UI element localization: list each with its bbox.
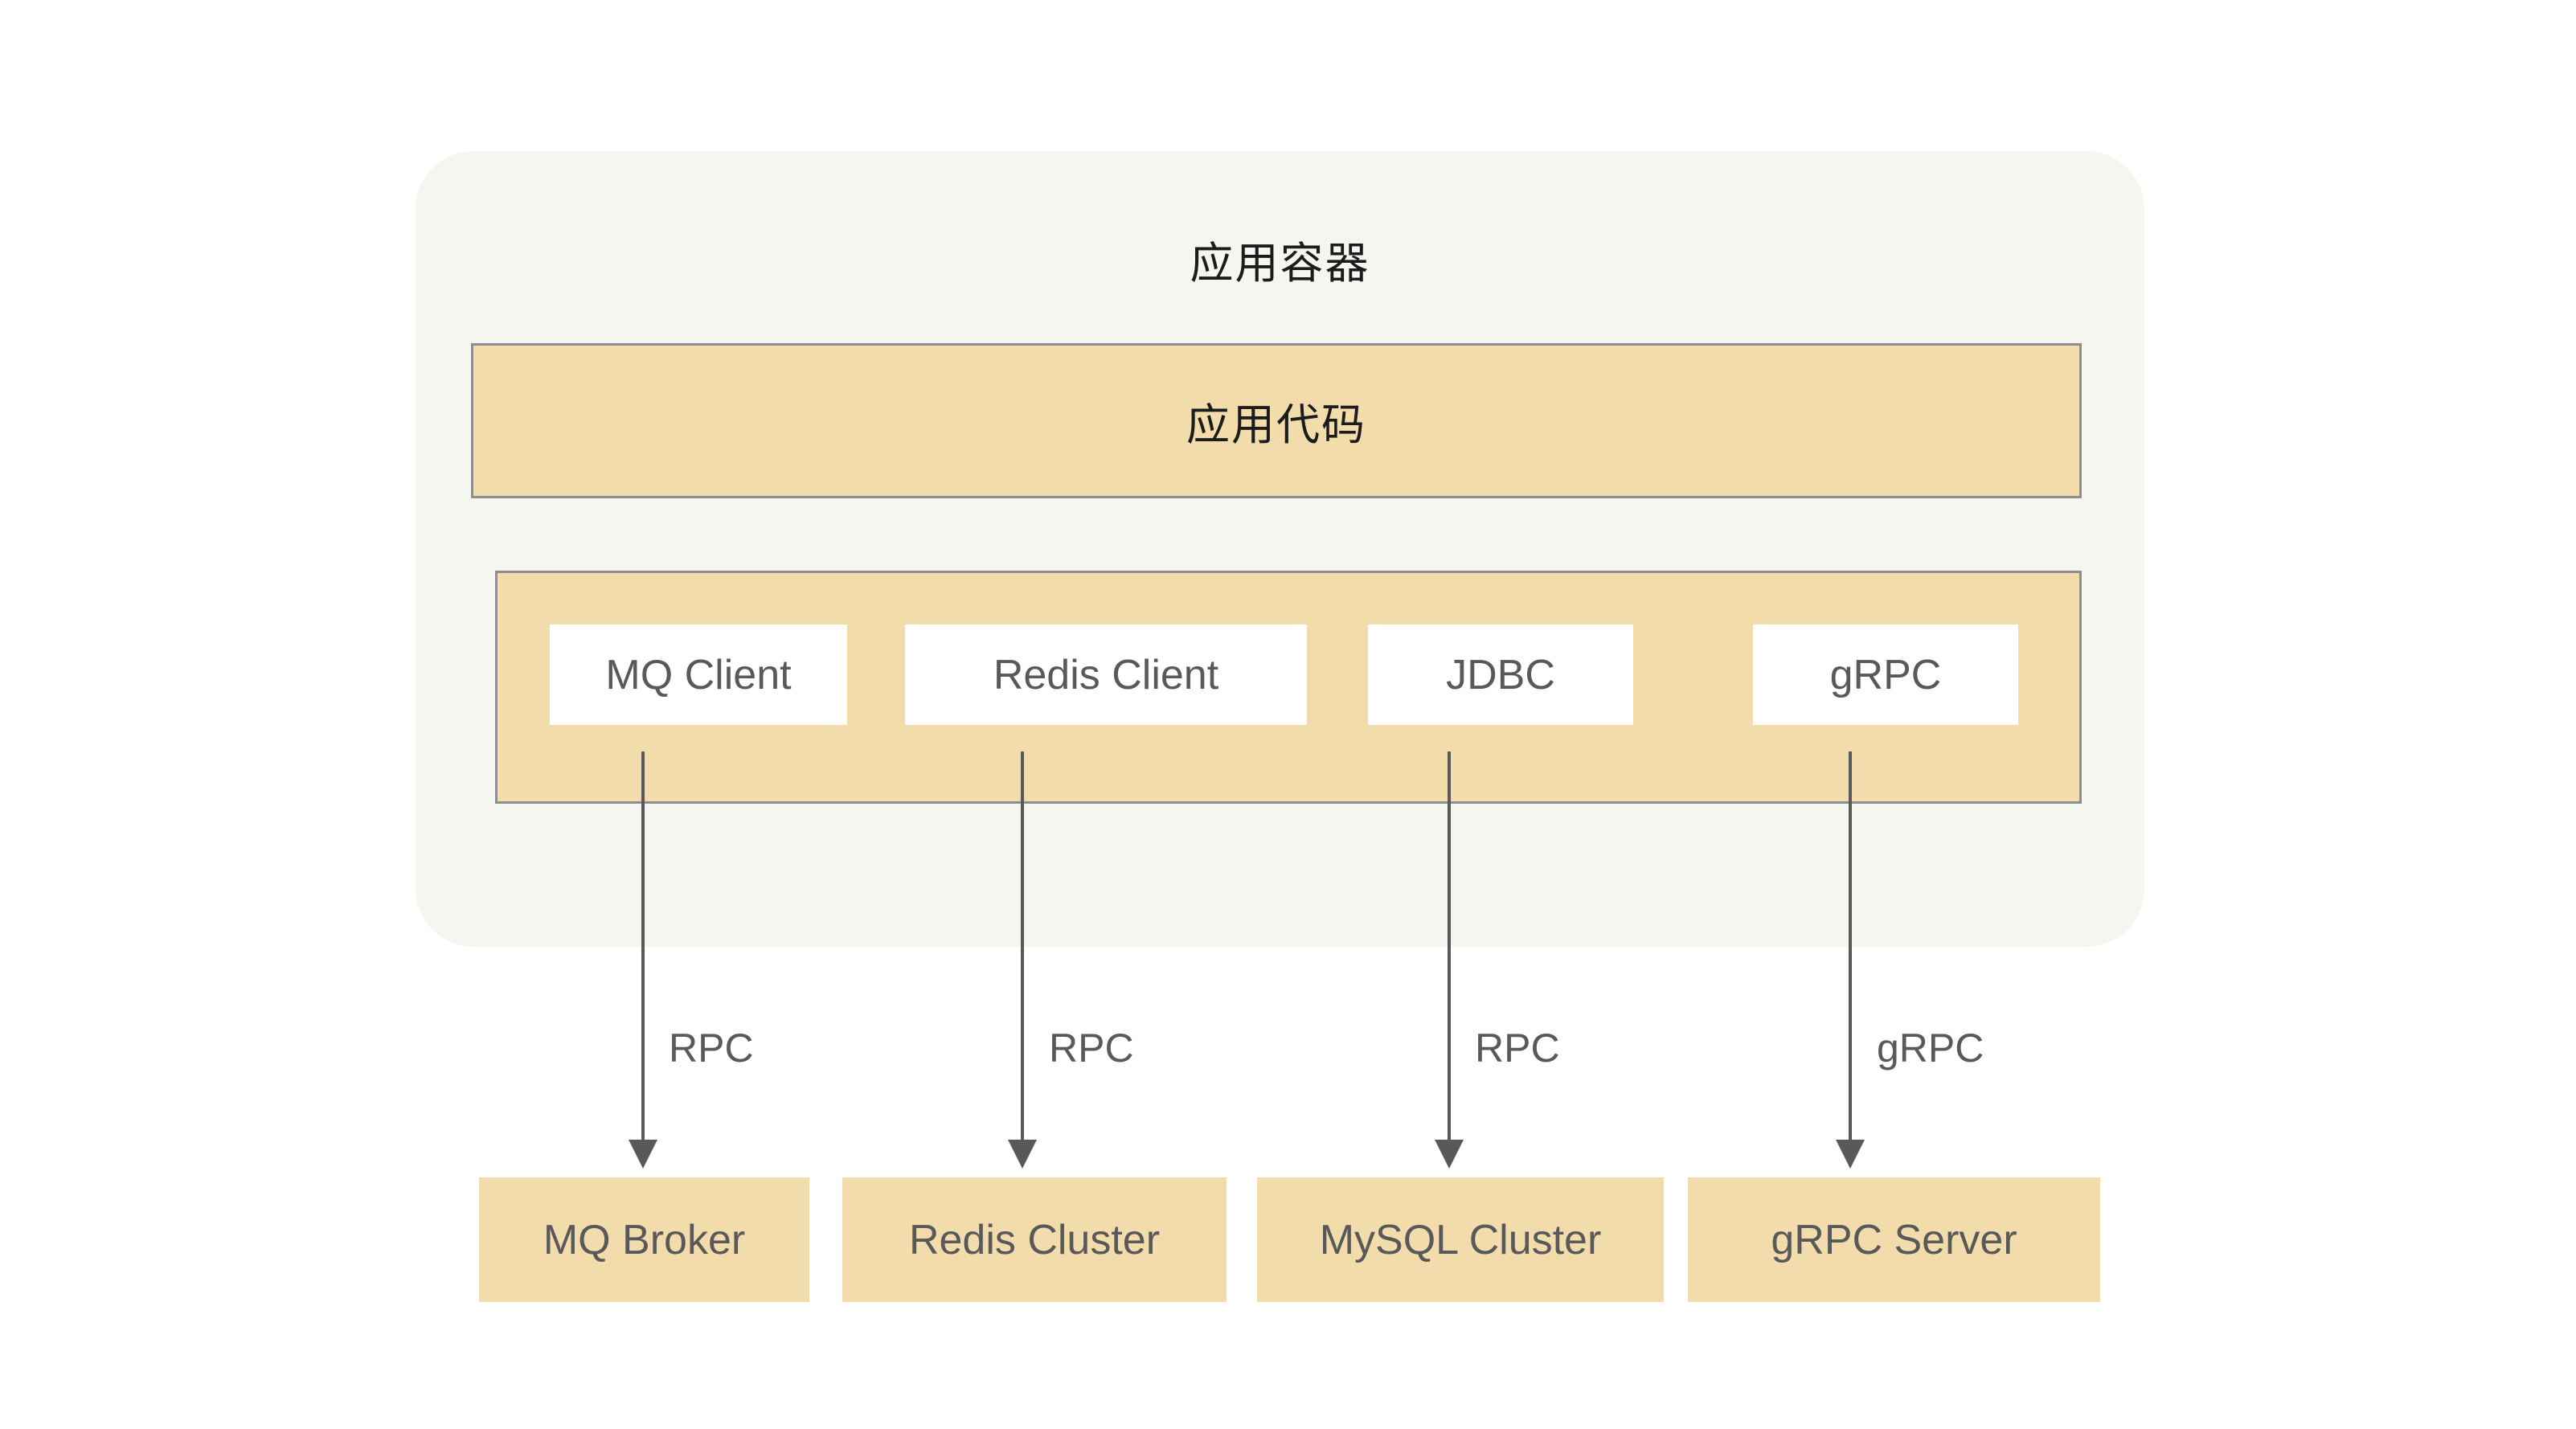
client-library-band: MQ Client Redis Client JDBC gRPC bbox=[495, 571, 2082, 804]
service-label-grpc-server: gRPC Server bbox=[1771, 1216, 2017, 1263]
client-box-redis-client[interactable]: Redis Client bbox=[905, 624, 1307, 725]
edge-label-jdbc-rpc: RPC bbox=[1475, 1026, 1560, 1071]
client-label-mq-client: MQ Client bbox=[605, 651, 792, 698]
application-container-title: 应用容器 bbox=[1190, 240, 1370, 288]
edge-label-grpc-grpc: gRPC bbox=[1877, 1026, 1984, 1071]
client-label-grpc: gRPC bbox=[1829, 651, 1942, 698]
service-box-mysql-cluster[interactable]: MySQL Cluster bbox=[1257, 1177, 1664, 1302]
client-box-grpc[interactable]: gRPC bbox=[1753, 624, 2018, 725]
edge-label-redis-rpc: RPC bbox=[1049, 1026, 1134, 1071]
service-box-grpc-server[interactable]: gRPC Server bbox=[1688, 1177, 2100, 1302]
service-box-mq-broker[interactable]: MQ Broker bbox=[479, 1177, 809, 1302]
application-code-label: 应用代码 bbox=[1186, 401, 1366, 449]
service-label-mq-broker: MQ Broker bbox=[543, 1216, 746, 1263]
client-label-jdbc: JDBC bbox=[1446, 651, 1555, 698]
service-label-mysql-cluster: MySQL Cluster bbox=[1319, 1216, 1602, 1263]
client-label-redis-client: Redis Client bbox=[993, 651, 1219, 698]
application-code-box[interactable]: 应用代码 bbox=[471, 343, 2082, 498]
service-label-redis-cluster: Redis Cluster bbox=[908, 1216, 1161, 1263]
client-box-jdbc[interactable]: JDBC bbox=[1368, 624, 1633, 725]
application-container-group: 应用容器 应用代码 MQ Client Redis Client JDBC gR… bbox=[416, 151, 2144, 947]
client-box-mq-client[interactable]: MQ Client bbox=[550, 624, 847, 725]
edge-label-mq-rpc: RPC bbox=[669, 1026, 754, 1071]
service-box-redis-cluster[interactable]: Redis Cluster bbox=[842, 1177, 1227, 1302]
